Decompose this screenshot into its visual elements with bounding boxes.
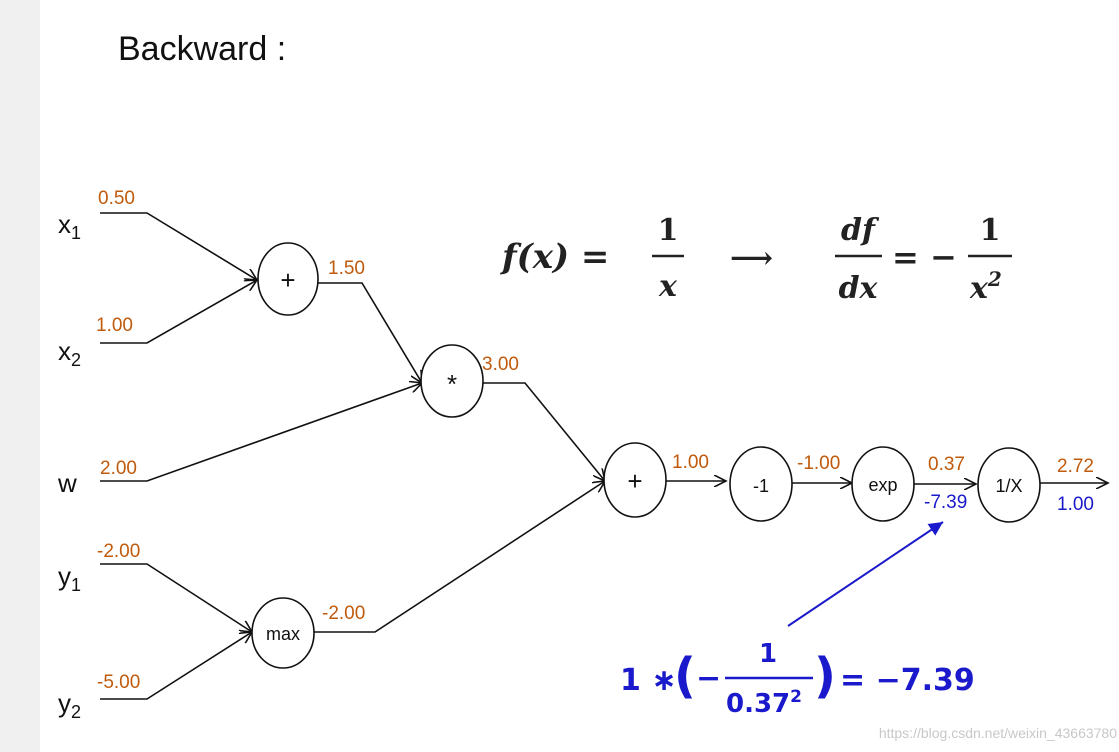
edge-mul-add2 — [483, 382, 605, 481]
edge-y1-max — [100, 563, 252, 632]
value-x2: 1.00 — [96, 315, 133, 336]
value-add2-output: 1.00 — [672, 452, 709, 473]
computational-graph: Backward : x1 x2 w y1 y2 0.50 1.00 2.00 … — [57, 30, 1117, 741]
node-add2-label: + — [627, 466, 642, 496]
input-label-w: w — [57, 468, 77, 498]
node-mul-label: * — [447, 369, 457, 399]
formula-dx: dx — [839, 271, 879, 306]
gradient-inv-output: 1.00 — [1057, 494, 1094, 515]
formula-df: df — [841, 213, 880, 248]
node-add2: + — [603, 442, 667, 518]
formula-eq-minus: = − — [892, 238, 957, 276]
edge-add1-mul — [318, 282, 422, 383]
formula-arrow: ⟶ — [730, 241, 773, 276]
formula-numerator-2: 1 — [980, 213, 1001, 248]
input-label-y1: y1 — [58, 561, 81, 595]
edge-max-add2 — [314, 481, 605, 633]
node-exp: exp — [851, 446, 915, 522]
node-inv: 1/X — [977, 447, 1041, 523]
calc-denominator: 0.372 — [726, 687, 802, 719]
gradient-exp-output: -7.39 — [924, 492, 967, 513]
formula-fx: f(x) = — [500, 237, 609, 277]
input-label-x1: x1 — [58, 209, 81, 243]
value-add1-output: 1.50 — [328, 258, 365, 279]
watermark: https://blog.csdn.net/weixin_43663780 — [879, 725, 1117, 741]
calc-numerator: 1 — [759, 639, 777, 669]
value-x1: 0.50 — [98, 188, 135, 209]
node-neg-label: -1 — [753, 476, 769, 496]
gradient-calculation: 1 ∗ ( − 1 0.372 ) = −7.39 — [620, 639, 975, 719]
formula-numerator: 1 — [658, 213, 679, 248]
calc-prefix: 1 ∗ — [620, 663, 676, 698]
calc-result: = −7.39 — [840, 663, 975, 698]
node-mul: * — [420, 344, 484, 418]
node-max: max — [251, 597, 315, 669]
page-title: Backward : — [118, 30, 286, 68]
calc-minus: − — [696, 661, 721, 696]
formula-denominator: x — [658, 269, 678, 304]
value-max-output: -2.00 — [322, 603, 365, 624]
node-add1: + — [257, 242, 319, 316]
input-label-y2: y2 — [58, 688, 81, 722]
node-max-label: max — [266, 624, 300, 644]
edge-x2-add1 — [100, 280, 257, 344]
node-neg: -1 — [729, 446, 793, 522]
value-mul-output: 3.00 — [482, 354, 519, 375]
gradient-annotation-arrow — [787, 521, 944, 627]
formula-x-squared: x2 — [969, 267, 1002, 306]
node-inv-label: 1/X — [995, 476, 1022, 496]
edge-w-mul — [100, 383, 422, 482]
calc-close-paren: ) — [814, 648, 836, 704]
input-label-x2: x2 — [58, 336, 81, 370]
value-exp-output: 0.37 — [928, 454, 965, 475]
value-w: 2.00 — [100, 458, 137, 479]
value-neg-output: -1.00 — [797, 453, 840, 474]
value-y2: -5.00 — [97, 672, 140, 693]
diagram-canvas: Backward : x1 x2 w y1 y2 0.50 1.00 2.00 … — [40, 0, 1119, 752]
derivative-formula: f(x) = 1 x ⟶ df dx = − 1 x2 — [500, 213, 1012, 306]
value-inv-output: 2.72 — [1057, 456, 1094, 477]
edge-y2-max — [100, 632, 252, 700]
value-y1: -2.00 — [97, 541, 140, 562]
calc-open-paren: ( — [674, 648, 696, 704]
edge-x1-add1 — [100, 212, 257, 280]
node-add1-label: + — [280, 265, 295, 295]
node-exp-label: exp — [868, 475, 897, 495]
